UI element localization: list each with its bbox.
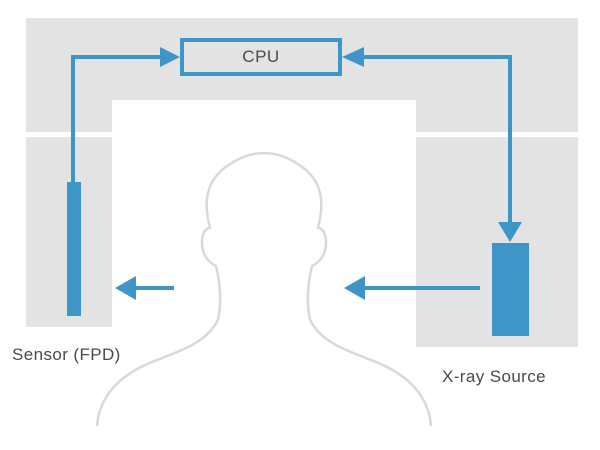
xray-source-label: X-ray Source bbox=[442, 367, 547, 386]
cpu-to-xray-arrow bbox=[342, 47, 522, 242]
patient-space bbox=[112, 100, 416, 450]
cpu-label: CPU bbox=[242, 47, 280, 66]
beam-arrow-right bbox=[344, 276, 480, 300]
gantry-frame bbox=[26, 18, 578, 450]
cpu-box bbox=[180, 38, 342, 76]
patient-silhouette bbox=[95, 151, 433, 427]
sensor-to-cpu-arrow bbox=[71, 47, 180, 182]
sensor-fpd-bar bbox=[67, 182, 81, 316]
sensor-label: Sensor (FPD) bbox=[12, 345, 121, 364]
beam-arrow-left bbox=[115, 276, 174, 300]
xray-source-block bbox=[492, 243, 529, 336]
